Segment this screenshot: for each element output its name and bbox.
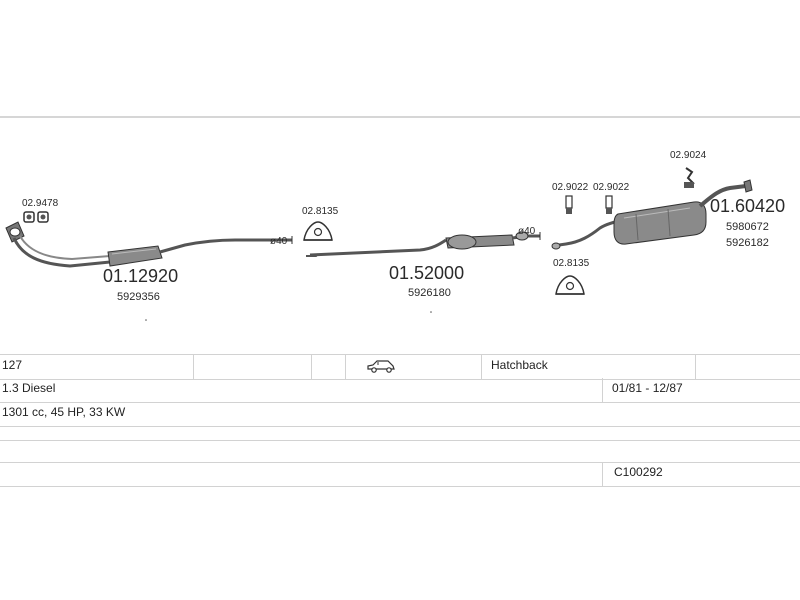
spec-row-engine: 1.3 Diesel 01/81 - 12/87 [0, 378, 800, 403]
front-pipe-oem: 5929356 [117, 291, 160, 303]
rear-silencer-number: 01.60420 [710, 196, 785, 216]
rubber-mount-icon[interactable] [555, 275, 585, 295]
middle-mount-number: 02.8135 [302, 206, 339, 217]
clamp-icon[interactable] [23, 211, 49, 223]
spec-row-empty [0, 426, 800, 441]
rear-silencer-oem-2: 5926182 [726, 237, 769, 249]
rear-mount-number: 02.8135 [553, 258, 590, 269]
middle-silencer-oem: 5926180 [408, 287, 451, 299]
spec-row-model: 127 Hatchback [0, 354, 800, 380]
front-pipe-number: 01.12920 [103, 266, 178, 286]
bolt-clamp-icon[interactable] [565, 195, 573, 214]
divider [695, 355, 696, 379]
middle-diameter-label: ø40 [518, 226, 536, 237]
front-clamp-number: 02.9478 [22, 198, 59, 209]
front-pipe[interactable] [5, 221, 293, 268]
model-value: 127 [2, 358, 23, 372]
hanger-icon[interactable] [684, 167, 695, 188]
divider [602, 378, 603, 402]
spec-row-specs: 1301 cc, 45 HP, 33 KW [0, 402, 800, 427]
rear-clamp-a-number: 02.9022 [552, 182, 589, 193]
middle-silencer[interactable] [306, 231, 541, 257]
divider [311, 355, 312, 379]
spec-row-code: C100292 [0, 462, 800, 487]
years-value: 01/81 - 12/87 [612, 381, 683, 395]
dot-mark [430, 311, 432, 313]
divider [193, 355, 194, 379]
dot-mark [145, 319, 147, 321]
divider [481, 355, 482, 379]
car-hatchback-icon [364, 355, 396, 379]
engine-value: 1.3 Diesel [2, 381, 56, 395]
exhaust-diagram: 02.9478 ø40 01.12920 5929356 02.8135 ø40… [5, 150, 785, 321]
code-value: C100292 [614, 465, 663, 479]
specs-value: 1301 cc, 45 HP, 33 KW [2, 405, 126, 419]
bolt-clamp-icon[interactable] [605, 195, 613, 214]
rubber-mount-icon[interactable] [303, 221, 333, 241]
middle-silencer-number: 01.52000 [389, 263, 464, 283]
body-type-value: Hatchback [491, 358, 548, 372]
top-divider [0, 116, 800, 118]
divider [345, 355, 346, 379]
rear-hanger-number: 02.9024 [670, 150, 707, 161]
rear-silencer-oem-1: 5980672 [726, 221, 769, 233]
rear-silencer[interactable] [551, 179, 753, 250]
divider [602, 462, 603, 486]
rear-clamp-b-number: 02.9022 [593, 182, 630, 193]
spec-row-empty [0, 440, 800, 463]
front-diameter-label: ø40 [270, 236, 288, 247]
